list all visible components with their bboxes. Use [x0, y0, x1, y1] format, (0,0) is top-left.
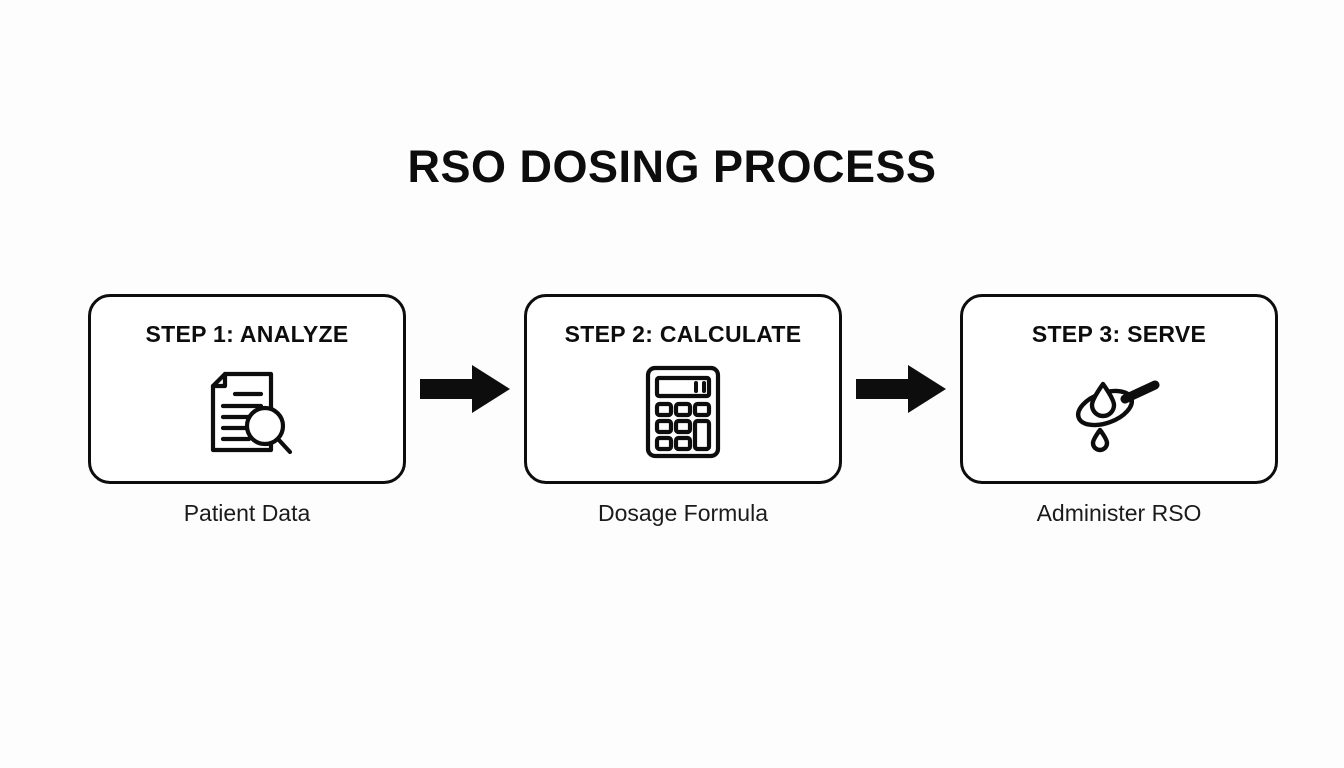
- arrow-right-icon-2: [842, 294, 960, 484]
- process-step-2: STEP 2: CALCULATE: [524, 294, 842, 525]
- step-box-1[interactable]: STEP 1: ANALYZE: [88, 294, 406, 484]
- calculator-icon: [628, 360, 738, 464]
- step-caption-2: Dosage Formula: [597, 500, 769, 526]
- step-box-3[interactable]: STEP 3: SERVE: [960, 294, 1278, 484]
- step-caption-1: Patient Data: [183, 500, 311, 526]
- step-heading-3: STEP 3: SERVE: [1031, 321, 1207, 347]
- arrow-right-icon-1: [406, 294, 524, 484]
- step-heading-2: STEP 2: CALCULATE: [564, 321, 802, 347]
- process-step-3: STEP 3: SERVE Administer RSO: [960, 294, 1278, 525]
- document-magnifier-icon: [192, 360, 302, 464]
- step-heading-1: STEP 1: ANALYZE: [145, 321, 349, 347]
- process-step-1: STEP 1: ANALYZE: [88, 294, 406, 525]
- spoon-droplet-icon: [1064, 360, 1174, 464]
- process-flow: STEP 1: ANALYZE: [88, 294, 1278, 544]
- page-title: RSO DOSING PROCESS: [407, 141, 937, 192]
- step-caption-3: Administer RSO: [1036, 500, 1202, 526]
- step-box-2[interactable]: STEP 2: CALCULATE: [524, 294, 842, 484]
